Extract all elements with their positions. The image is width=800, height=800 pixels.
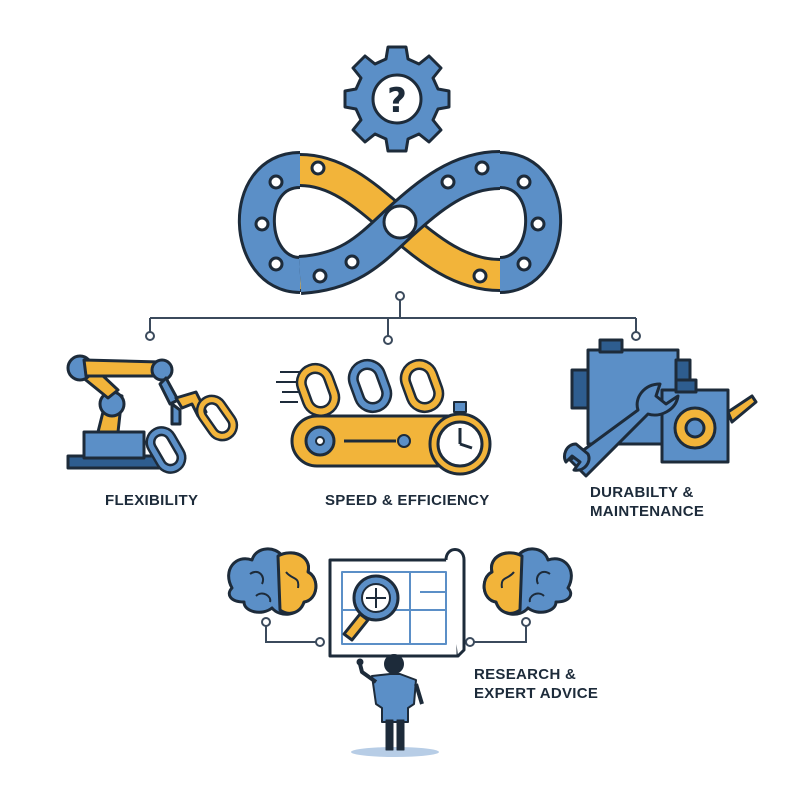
brain-icon — [482, 547, 573, 616]
question-mark: ? — [387, 81, 407, 121]
speed-efficiency-label: SPEED & EFFICIENCY — [325, 491, 490, 510]
speed-label-line: SPEED & EFFICIENCY — [325, 492, 490, 509]
flexibility-label-line: FLEXIBILITY — [105, 492, 199, 509]
research-expert-label: RESEARCH & EXPERT ADVICE — [474, 665, 614, 703]
research-label-line-2: EXPERT ADVICE — [474, 685, 599, 702]
expert-person-icon — [351, 654, 439, 757]
durability-label-line-2: MAINTENANCE — [590, 503, 705, 520]
blueprint-magnifier-icon — [328, 548, 466, 658]
brain-icon — [227, 547, 318, 616]
durability-maintenance-label: DURABILTY & MAINTENANCE — [590, 483, 720, 521]
durability-label-line-1: DURABILTY & — [590, 484, 694, 501]
flexibility-label: FLEXIBILITY — [105, 491, 198, 510]
research-label-line-1: RESEARCH & — [474, 666, 577, 683]
